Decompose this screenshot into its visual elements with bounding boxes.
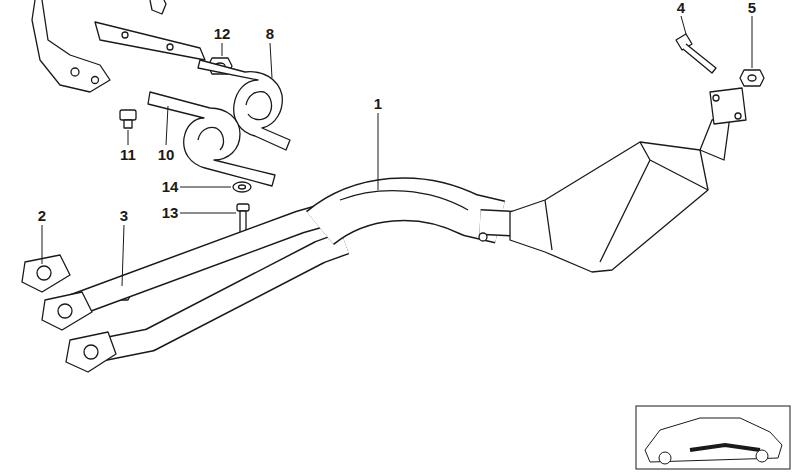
callout-number: 3 [120,208,128,224]
callout-number: 12 [214,26,231,42]
callout-number: 4 [677,0,685,16]
callout-number: 10 [158,147,175,163]
callout-number: 5 [748,0,756,16]
callout-number: 2 [38,208,46,224]
callout-number: 1 [374,96,382,112]
callout-number: 11 [120,147,136,163]
callout-number: 14 [162,179,179,195]
callout-number: 8 [266,26,274,42]
callout-number: 13 [162,205,179,221]
